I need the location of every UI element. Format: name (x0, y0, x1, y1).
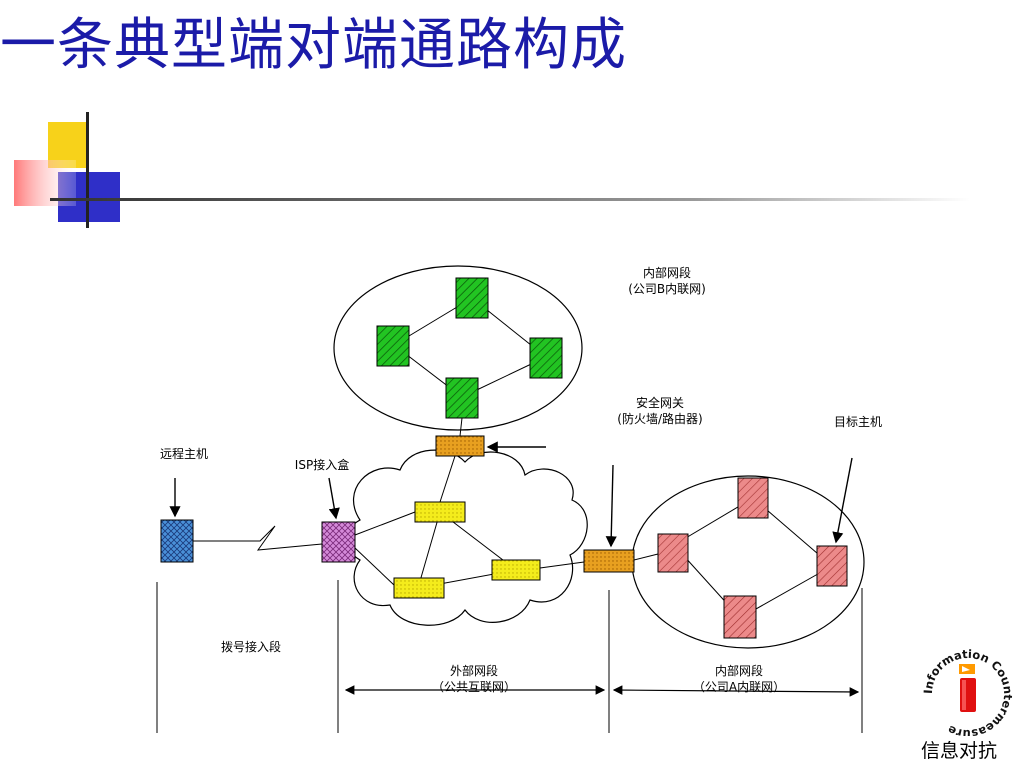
company-b-node (445, 377, 479, 419)
internet-router (491, 559, 541, 581)
internal-b-label-line1: 内部网段 (642, 266, 691, 280)
gateway-label-line2: (防火墙/路由器) (617, 412, 703, 426)
isp-box-label: ISP接入盒 (294, 458, 350, 472)
title-decoration (14, 112, 970, 228)
company-a-node (723, 595, 757, 639)
company-a-node (737, 477, 769, 519)
company-a-gateway (583, 549, 635, 573)
span-arrows (344, 685, 860, 697)
company-b-boundary (333, 265, 583, 431)
external-label-line2: （公共互联网） (431, 680, 516, 694)
vertical-rule (86, 112, 89, 228)
company-b-gateway (435, 435, 485, 457)
external-segment-label: 外部网段 （公共互联网） (412, 663, 536, 695)
logo-chevron-icon (962, 666, 970, 672)
pointer-arrows (169, 441, 853, 548)
internal-a-label-line1: 内部网段 (714, 664, 763, 678)
gateway-label: 安全网关 (防火墙/路由器) (600, 395, 720, 427)
target-host-label: 目标主机 (833, 415, 882, 429)
horizontal-rule (50, 198, 970, 201)
company-b-node (529, 337, 563, 379)
segment-dividers (156, 580, 863, 733)
isp-box-node (321, 521, 356, 563)
company-b-node (455, 277, 489, 319)
external-label-line1: 外部网段 (449, 664, 498, 678)
internet-router (414, 501, 466, 523)
internal-b-label-line2: (公司B内联网) (628, 282, 706, 296)
dialup-segment-label: 拨号接入段 (220, 640, 281, 654)
internal-a-label-line2: （公司A内联网） (692, 680, 786, 694)
slide-title: 一条典型端对端通路构成 (0, 13, 627, 78)
company-b-node (376, 325, 410, 367)
gateway-label-line1: 安全网关 (635, 396, 684, 410)
company-a-node (657, 533, 689, 573)
internal-a-segment-label: 内部网段 （公司A内联网） (672, 663, 806, 695)
remote-host-label: 远程主机 (159, 447, 208, 461)
internet-router (393, 577, 445, 599)
internet-cloud (345, 449, 588, 626)
remote-host-node (160, 519, 194, 563)
logo-caption: 信息对抗 (921, 740, 998, 762)
target-host-node (816, 545, 848, 587)
information-countermeasure-logo: Information Countermeasure (921, 647, 1015, 736)
internal-b-label: 内部网段 (公司B内联网) (612, 265, 722, 297)
